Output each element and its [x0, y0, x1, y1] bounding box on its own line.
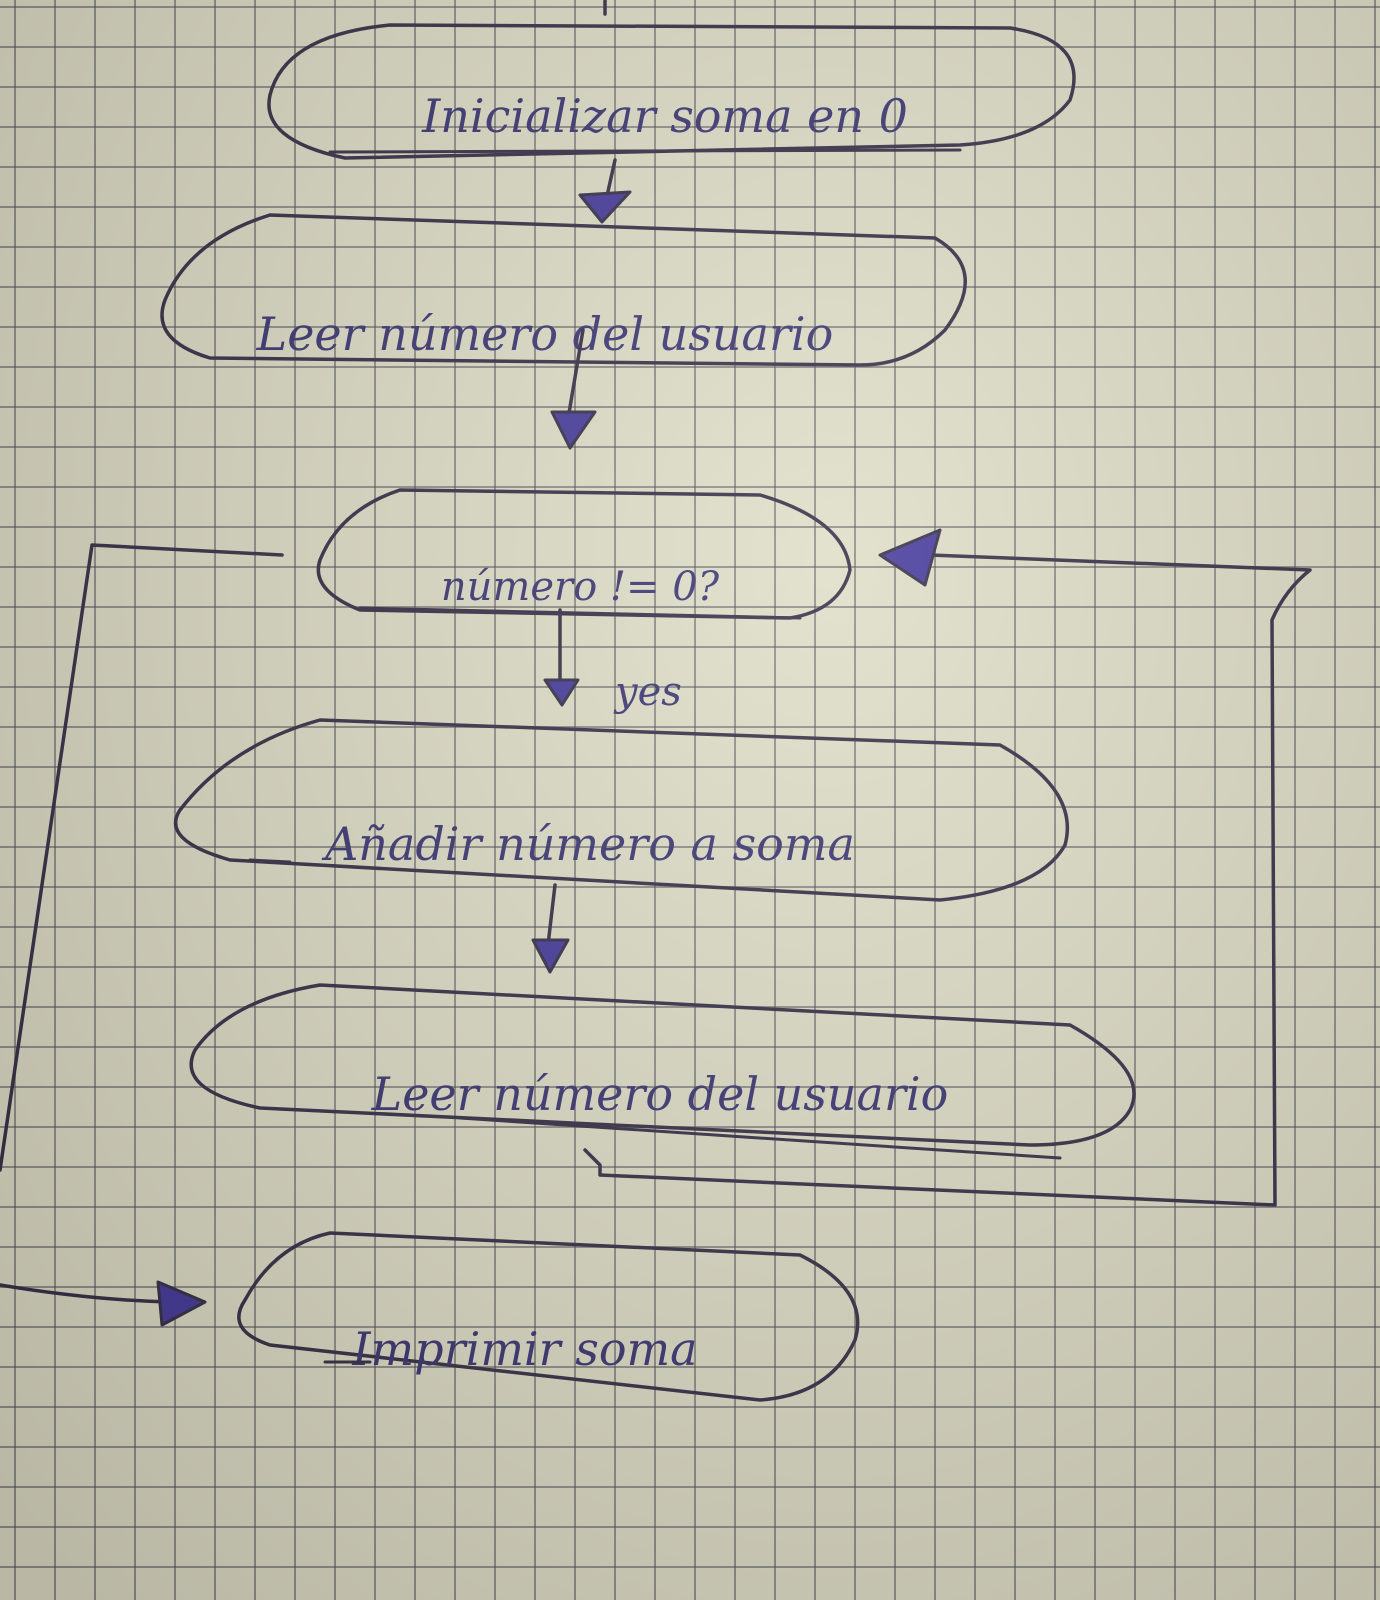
arrowhead-read-to-condition [550, 410, 597, 450]
node-init-label: Inicializar soma en 0 [421, 89, 908, 143]
arrowhead-condition-to-add [543, 678, 580, 707]
node-read-loop: Leer número del usuario [189, 983, 1136, 1160]
arrowhead-init-to-read [578, 190, 632, 224]
arrowhead-add-to-read-loop [531, 938, 570, 974]
node-condition: número != 0? [316, 488, 852, 620]
node-add: Añadir número a soma [173, 718, 1070, 902]
edge-read-to-condition [565, 328, 585, 427]
edge-yes-label: yes [613, 669, 682, 715]
edge-condition-to-print [0, 543, 284, 1172]
edge-add-to-read-loop [546, 883, 557, 947]
node-read-loop-label: Leer número del usuario [371, 1067, 949, 1121]
node-read-first-label: Leer número del usuario [256, 307, 834, 361]
edge-loop-back [583, 553, 1312, 1207]
arrowhead-loop-back [878, 528, 942, 587]
arrowhead-exit-into-print [156, 1280, 207, 1327]
node-print: Imprimir soma [237, 1231, 860, 1402]
edge-exit-into-print [0, 1283, 172, 1304]
node-print-label: Imprimir soma [351, 1322, 697, 1376]
node-init: Inicializar soma en 0 [267, 23, 1076, 160]
node-add-label: Añadir número a soma [321, 817, 855, 871]
node-condition-label: número != 0? [441, 564, 720, 610]
node-read-first: Leer número del usuario [160, 213, 967, 367]
